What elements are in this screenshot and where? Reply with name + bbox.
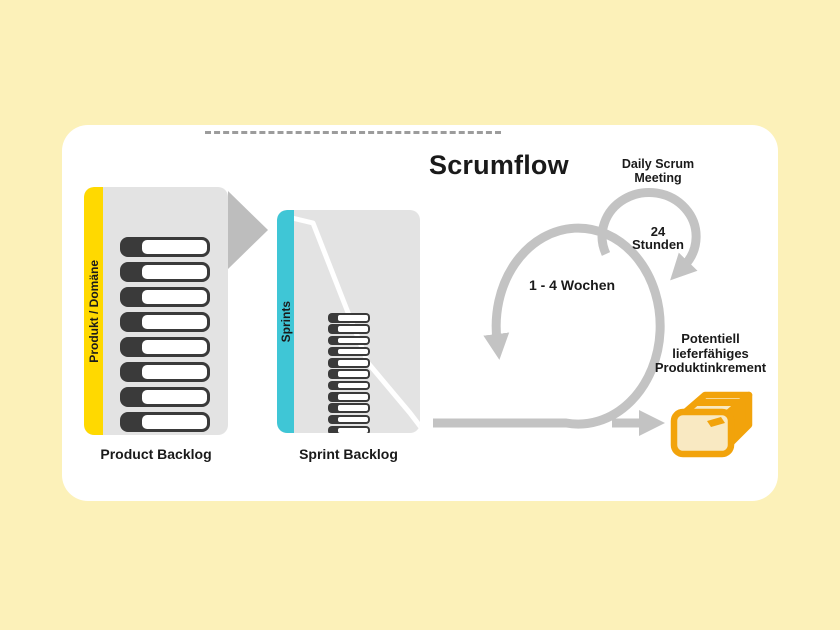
sprint-item-bar — [328, 380, 370, 391]
sprint-item-bar-body — [338, 360, 368, 366]
backlog-item-bar-body — [142, 290, 207, 304]
increment-line1: Potentiell — [681, 331, 740, 346]
sprint-item-bar — [328, 414, 370, 425]
backlog-item-bar-body — [142, 315, 207, 329]
backlog-item-bar — [120, 312, 210, 332]
product-backlog-items — [120, 237, 210, 435]
backlog-item-bar-body — [142, 390, 207, 404]
backlog-item-bar — [120, 287, 210, 307]
sprint-item-bar-body — [338, 394, 368, 400]
backlog-item-bar-body — [142, 240, 207, 254]
sprint-item-bar-body — [338, 326, 368, 332]
product-backlog-caption: Product Backlog — [100, 446, 212, 462]
sprint-item-bar-body — [338, 348, 368, 355]
sprint-backlog-panel: Sprints — [277, 210, 420, 433]
increment-caption: Potentiell lieferfähiges Produktinkremen… — [628, 331, 793, 376]
daily-scrum-line2: Meeting — [634, 171, 682, 185]
sprint-item-bar-body — [338, 405, 368, 411]
sprint-item-bar — [328, 369, 370, 379]
backlog-item-bar — [120, 237, 210, 257]
sprint-item-bar — [328, 324, 370, 334]
sprint-item-bar — [328, 335, 370, 346]
sprint-item-bar-body — [338, 371, 368, 377]
sprint-item-bar-body — [338, 382, 368, 389]
daily-duration-line2: Stunden — [632, 237, 684, 252]
daily-scrum-duration-label: 24 Stunden — [608, 225, 708, 251]
backlog-item-bar-body — [142, 365, 207, 379]
sprint-item-bar-body — [338, 337, 368, 344]
page-title: Scrumflow — [429, 150, 569, 180]
backlog-item-bar — [120, 387, 210, 407]
increment-line2: lieferfähiges — [672, 345, 749, 361]
sprint-item-bar-body — [338, 427, 368, 433]
sprint-loop-arrow — [433, 223, 665, 429]
backlog-item-bar-body — [142, 340, 207, 354]
cropped-text-artifact — [205, 131, 501, 134]
sprint-item-bar — [328, 403, 370, 413]
sprint-item-bar — [328, 346, 370, 357]
sprint-backlog-caption: Sprint Backlog — [299, 446, 398, 462]
daily-duration-line1: 24 — [650, 224, 666, 239]
daily-scrum-loop-arrow — [597, 188, 701, 281]
sprint-item-bar — [328, 358, 370, 368]
backlog-item-bar — [120, 337, 210, 357]
product-backlog-panel: Produkt / Domäne — [84, 187, 228, 435]
backlog-item-bar — [120, 262, 210, 282]
package-icon — [670, 391, 753, 458]
backlog-item-bar-body — [142, 415, 207, 429]
sprint-item-bar — [328, 392, 370, 402]
sprint-item-bar-body — [338, 416, 368, 423]
product-domain-accent-bar: Produkt / Domäne — [84, 187, 103, 435]
funnel-arrow-icon — [228, 191, 268, 269]
sprint-duration-label: 1 - 4 Wochen — [528, 277, 616, 293]
backlog-item-bar — [120, 412, 210, 432]
sprint-backlog-items — [328, 313, 370, 433]
sprint-item-bar — [328, 313, 370, 323]
backlog-item-bar-body — [142, 265, 207, 279]
daily-scrum-line1: Daily Scrum — [621, 157, 695, 171]
sprint-item-bar — [328, 425, 370, 433]
increment-line3: Produktinkrement — [654, 360, 767, 375]
backlog-item-bar — [120, 362, 210, 382]
sprint-item-bar-body — [338, 315, 368, 321]
daily-scrum-meeting-label: Daily Scrum Meeting — [593, 157, 723, 185]
sprints-accent-bar: Sprints — [277, 210, 294, 433]
